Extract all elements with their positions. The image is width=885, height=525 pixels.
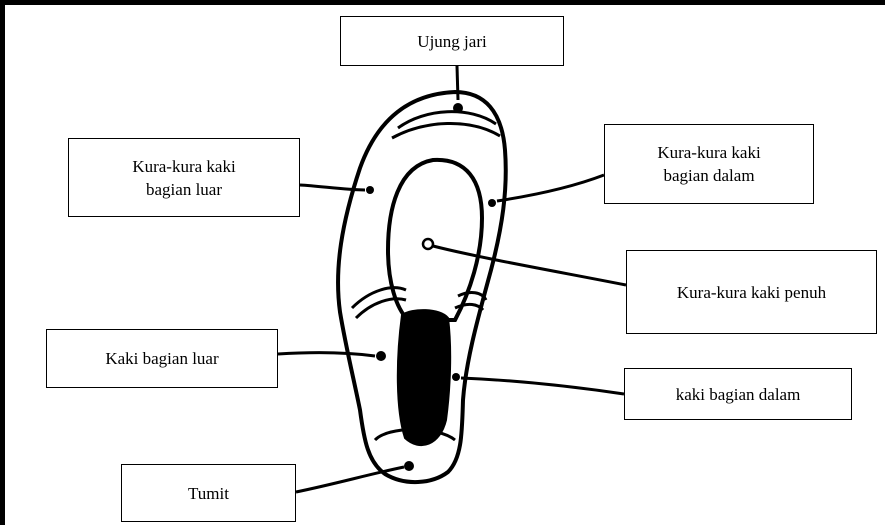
toe-dot (453, 103, 463, 113)
dark-stripe (398, 310, 450, 445)
inner-arch-leader (497, 175, 604, 201)
outer-foot-dot (376, 351, 386, 361)
inner-foot-dot (452, 373, 460, 381)
toe-band (392, 123, 500, 138)
outer-arch-dot (366, 186, 374, 194)
label-full-arch: Kura-kura kaki penuh (626, 250, 877, 334)
full-arch-leader (433, 246, 626, 285)
label-inner-arch: Kura-kura kaki bagian dalam (604, 124, 814, 204)
arch-outline (388, 160, 482, 320)
label-outer-foot: Kaki bagian luar (46, 329, 278, 388)
label-toe: Ujung jari (340, 16, 564, 66)
full-arch-dot (423, 239, 433, 249)
heel-leader (296, 467, 404, 492)
inner-arch-dot (488, 199, 496, 207)
outer-foot-leader (278, 353, 375, 356)
label-heel: Tumit (121, 464, 296, 522)
label-inner-foot: kaki bagian dalam (624, 368, 852, 420)
label-outer-arch: Kura-kura kaki bagian luar (68, 138, 300, 217)
toe-leader (457, 66, 458, 100)
inner-foot-leader (461, 378, 624, 394)
heel-dot (404, 461, 414, 471)
toe-band (398, 112, 496, 128)
